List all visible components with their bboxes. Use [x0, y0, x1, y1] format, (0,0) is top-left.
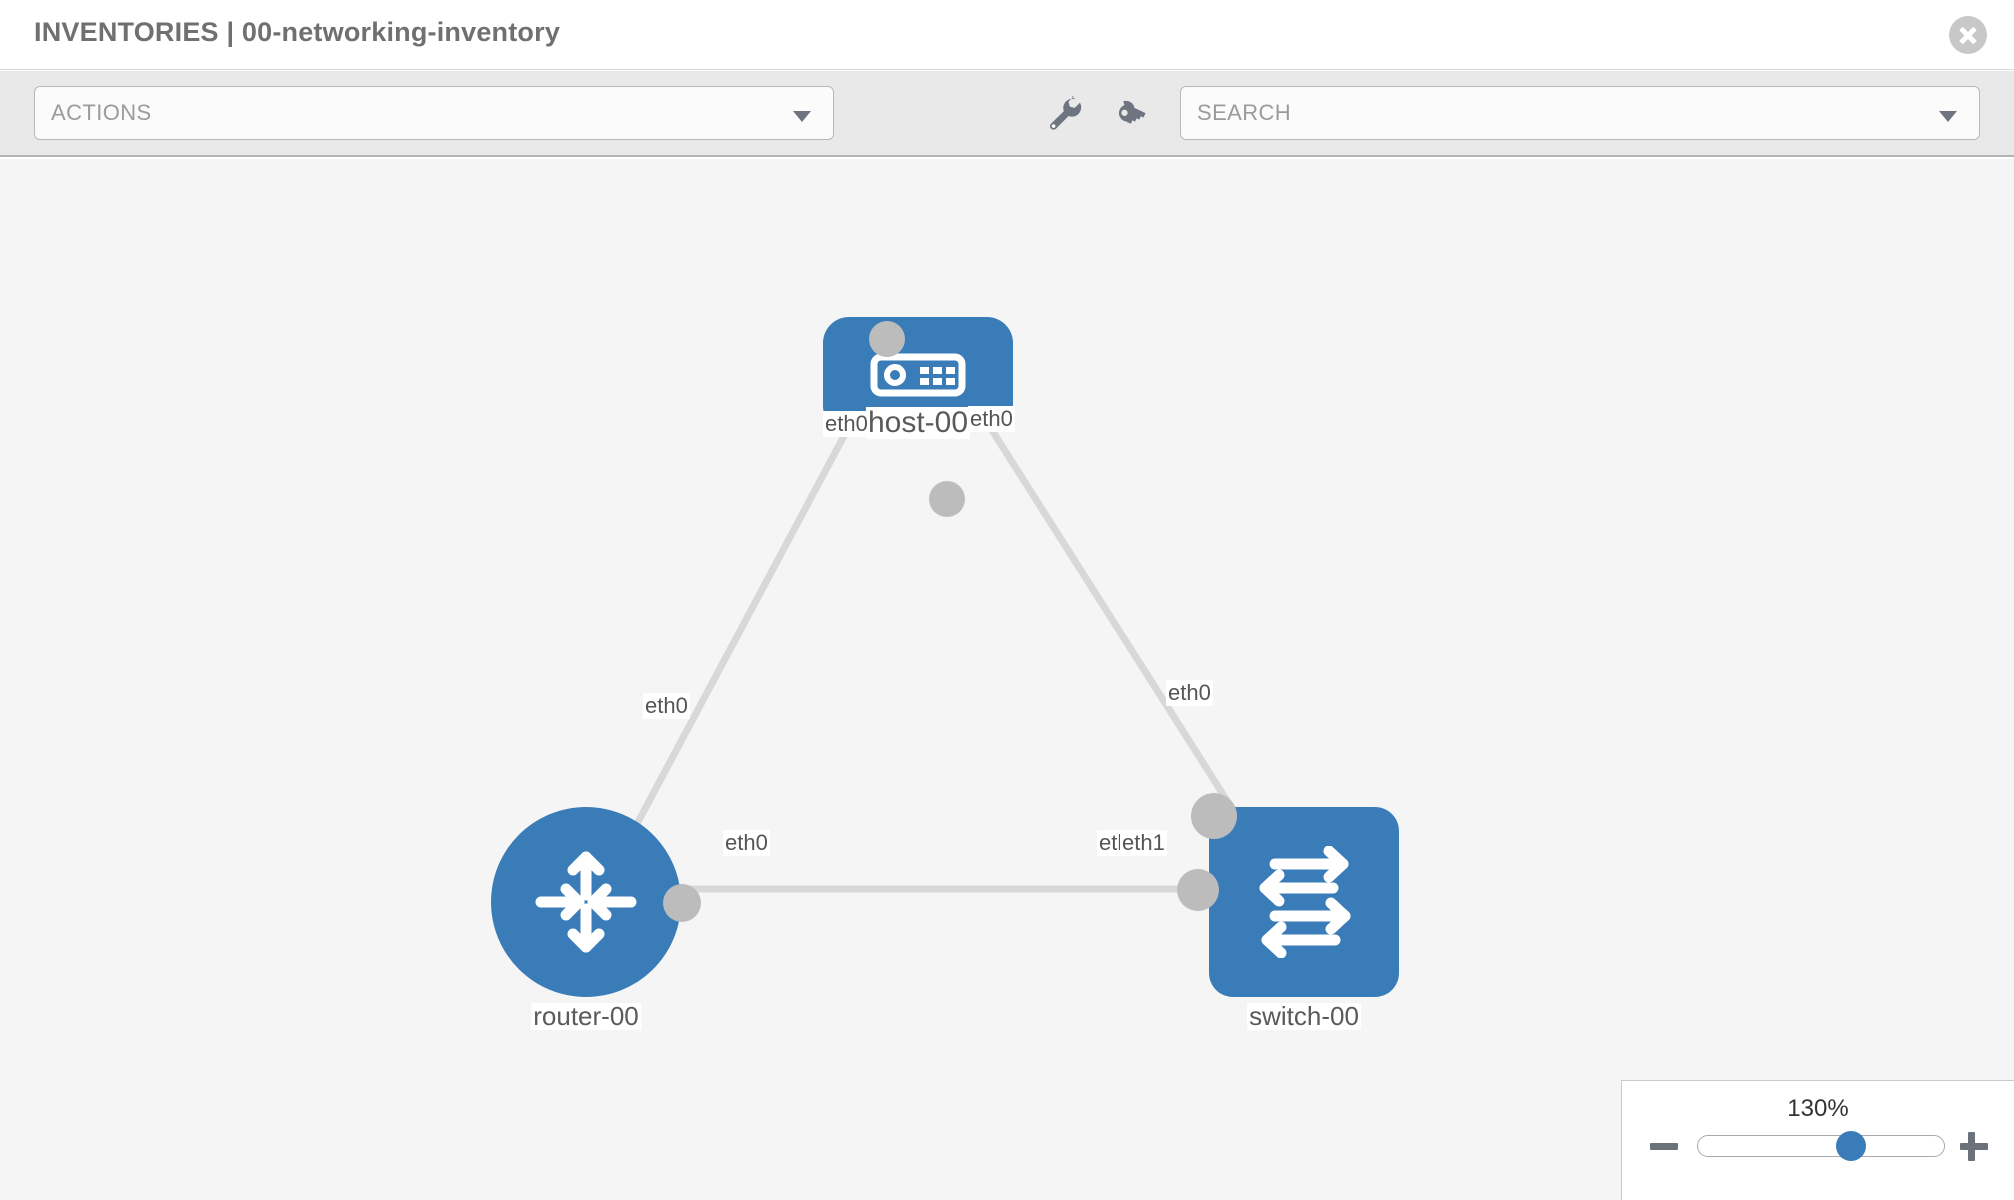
close-icon[interactable]: [1949, 16, 1987, 54]
interface-label-host-right: eth0: [968, 406, 1015, 432]
connector-switch-top[interactable]: [1191, 793, 1237, 839]
wrench-icon[interactable]: [1046, 96, 1086, 134]
connector-host-left[interactable]: [869, 321, 905, 357]
router-icon: [535, 851, 637, 953]
interface-label-switch-left-b: eth1: [1120, 830, 1167, 856]
topology-node-switch-00[interactable]: switch-00: [1177, 793, 1399, 1047]
zoom-level-label: 130%: [1787, 1095, 1849, 1122]
zoom-slider-thumb[interactable]: [1835, 1131, 1866, 1161]
link-host-router: [626, 359, 888, 839]
topology-node-router-00[interactable]: router-00: [491, 807, 701, 1047]
switch-node-label: switch-00: [1247, 1001, 1361, 1031]
zoom-slider-track[interactable]: [1697, 1131, 1945, 1161]
chevron-down-icon: [793, 111, 811, 122]
connector-switch-left[interactable]: [1177, 869, 1219, 911]
router-node-label: router-00: [531, 1001, 641, 1031]
router-node-shape: [491, 807, 681, 997]
topology-canvas[interactable]: host-00: [0, 159, 2014, 1200]
chevron-down-icon: [1939, 111, 1957, 122]
search-input[interactable]: SEARCH: [1180, 86, 1980, 140]
page-title: INVENTORIES | 00-networking-inventory: [34, 17, 561, 47]
topology-links: [626, 359, 1243, 893]
zoom-control-panel: 130%: [1621, 1080, 2014, 1200]
actions-dropdown-label: ACTIONS: [51, 100, 152, 125]
host-node-label: host-00: [865, 406, 971, 439]
interface-label-router-right: eth0: [723, 830, 770, 856]
search-placeholder: SEARCH: [1197, 100, 1292, 125]
connector-host-right[interactable]: [929, 481, 965, 517]
page-header: INVENTORIES | 00-networking-inventory: [0, 0, 2014, 70]
zoom-out-button[interactable]: [1647, 1129, 1681, 1163]
server-icon: [870, 353, 966, 396]
actions-dropdown[interactable]: ACTIONS: [34, 86, 834, 140]
zoom-in-button[interactable]: [1957, 1129, 1991, 1163]
toolbar: ACTIONS SEARCH: [0, 71, 2014, 157]
key-icon[interactable]: [1114, 96, 1154, 134]
interface-label-host-left: eth0: [823, 411, 870, 437]
switch-node-shape: [1209, 807, 1399, 997]
switch-icon: [1259, 846, 1351, 958]
interface-label-switch-up: eth0: [1166, 680, 1213, 706]
link-host-switch: [945, 359, 1243, 823]
connector-router-right[interactable]: [663, 884, 701, 922]
interface-label-router-up: eth0: [643, 693, 690, 719]
